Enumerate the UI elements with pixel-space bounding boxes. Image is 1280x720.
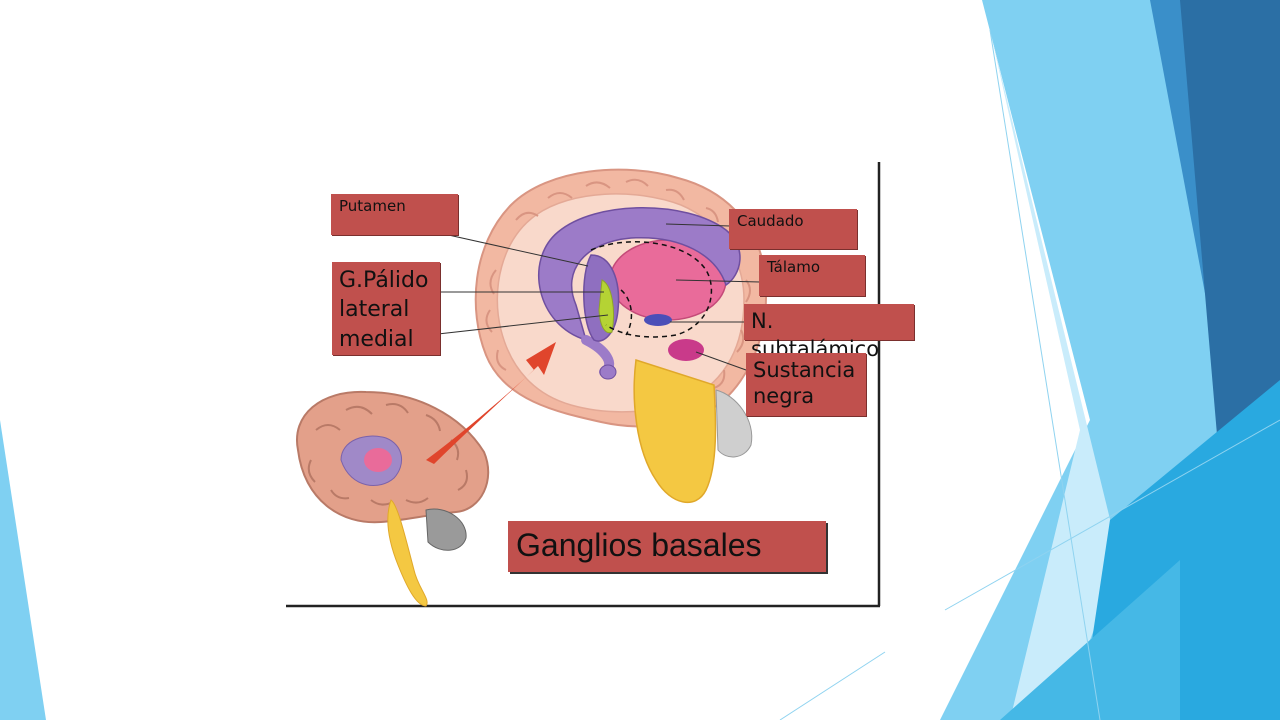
right-deco-bright2 bbox=[1000, 560, 1180, 720]
left-accent-shape bbox=[0, 420, 46, 720]
label-sustancia-line1: Sustancia bbox=[753, 358, 856, 382]
dashed-contour bbox=[590, 241, 713, 338]
label-talamo: Tálamo bbox=[759, 255, 865, 296]
label-sustancia-line2: negra bbox=[753, 384, 815, 409]
leader-line-sustancia bbox=[695, 351, 747, 371]
right-deco-pale bbox=[990, 30, 1120, 720]
label-globus-lateral: lateral bbox=[339, 297, 410, 323]
leader-line-putamen bbox=[443, 233, 589, 267]
label-globus-title: G.Pálido bbox=[339, 268, 429, 293]
cerebellum bbox=[715, 389, 753, 458]
deco-line bbox=[779, 651, 886, 720]
substantia-nigra-shape bbox=[668, 339, 704, 361]
basal-ganglia-figure bbox=[286, 160, 882, 608]
label-sustancia-negra: Sustancia negra bbox=[746, 353, 866, 416]
leader-line-globus-medial bbox=[437, 314, 609, 335]
label-globus-pallidus: G.Pálido lateral medial bbox=[332, 262, 440, 355]
small-brain bbox=[295, 390, 490, 607]
brain-illustration bbox=[286, 162, 881, 608]
brainstem bbox=[633, 359, 717, 504]
deco-line bbox=[944, 419, 1280, 611]
right-deco-dark bbox=[1180, 0, 1280, 470]
label-putamen: Putamen bbox=[331, 194, 458, 235]
globus-pallidus-shape bbox=[598, 279, 615, 334]
figure-title: Ganglios basales bbox=[508, 521, 826, 572]
leader-line-talamo bbox=[675, 279, 761, 283]
label-globus-medial: medial bbox=[339, 326, 414, 352]
caudate-tail-tip bbox=[599, 364, 617, 380]
leader-line-caudado bbox=[665, 223, 731, 227]
deco-line bbox=[989, 29, 1101, 720]
label-subtalamico: N. subtalámico bbox=[744, 304, 914, 361]
label-caudado: Caudado bbox=[729, 209, 857, 249]
dashed-contour bbox=[620, 289, 633, 336]
zoom-arrow bbox=[426, 342, 556, 464]
subthalamic-shape bbox=[644, 314, 672, 326]
caudate-shape bbox=[537, 207, 741, 342]
